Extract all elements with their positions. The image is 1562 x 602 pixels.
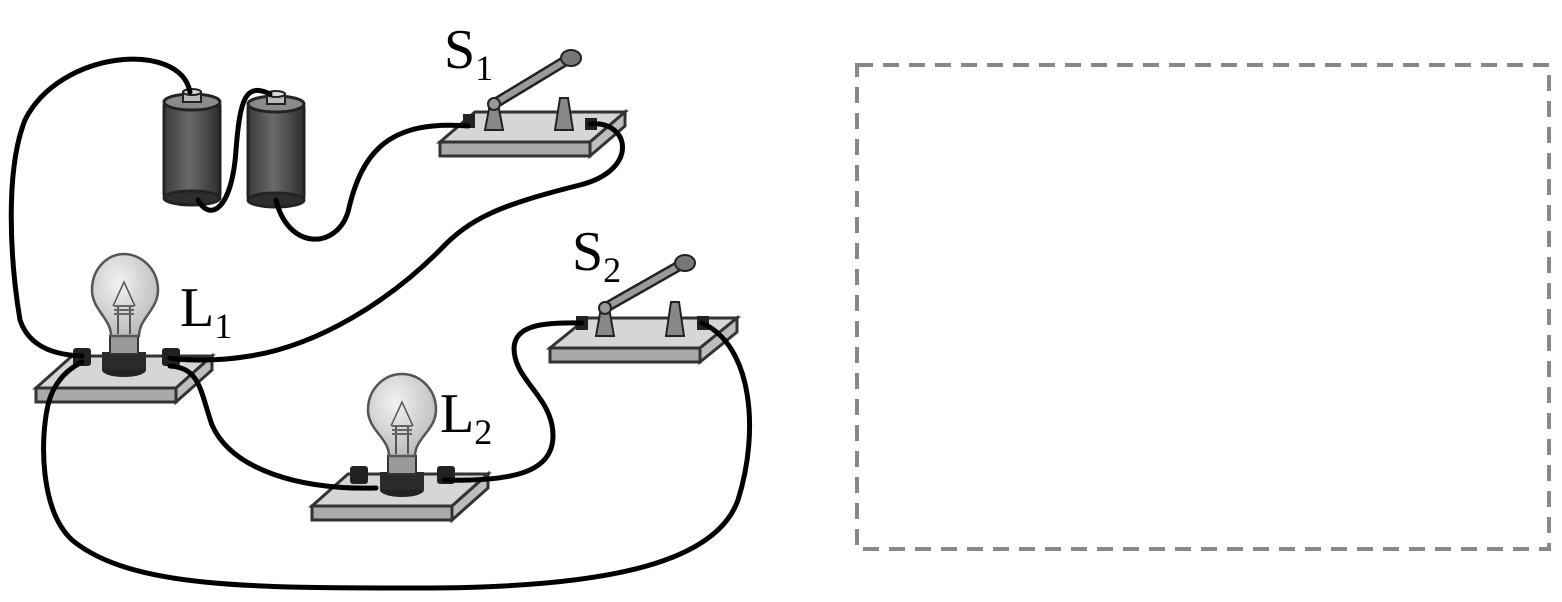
label-s1: S1 — [444, 19, 493, 88]
battery-left — [162, 88, 222, 207]
wire-l1-to-l2 — [167, 363, 379, 491]
label-l2: L2 — [440, 383, 492, 452]
wire-battery-to-s1 — [273, 122, 471, 242]
wires — [8, 56, 753, 591]
switch-s2 — [545, 254, 742, 366]
wire-s1-to-l1 — [167, 121, 625, 363]
wire-l2-to-s2 — [441, 320, 585, 483]
wire-battery-link — [195, 87, 273, 213]
wire-battery-to-l1 — [8, 56, 193, 359]
wire-s2-to-l1 — [41, 320, 753, 591]
label-l1: L1 — [180, 277, 232, 346]
battery-right — [246, 90, 306, 209]
label-s2: S2 — [572, 221, 621, 290]
switch-s1 — [435, 49, 630, 160]
dashed-drawing-box — [855, 63, 1551, 551]
